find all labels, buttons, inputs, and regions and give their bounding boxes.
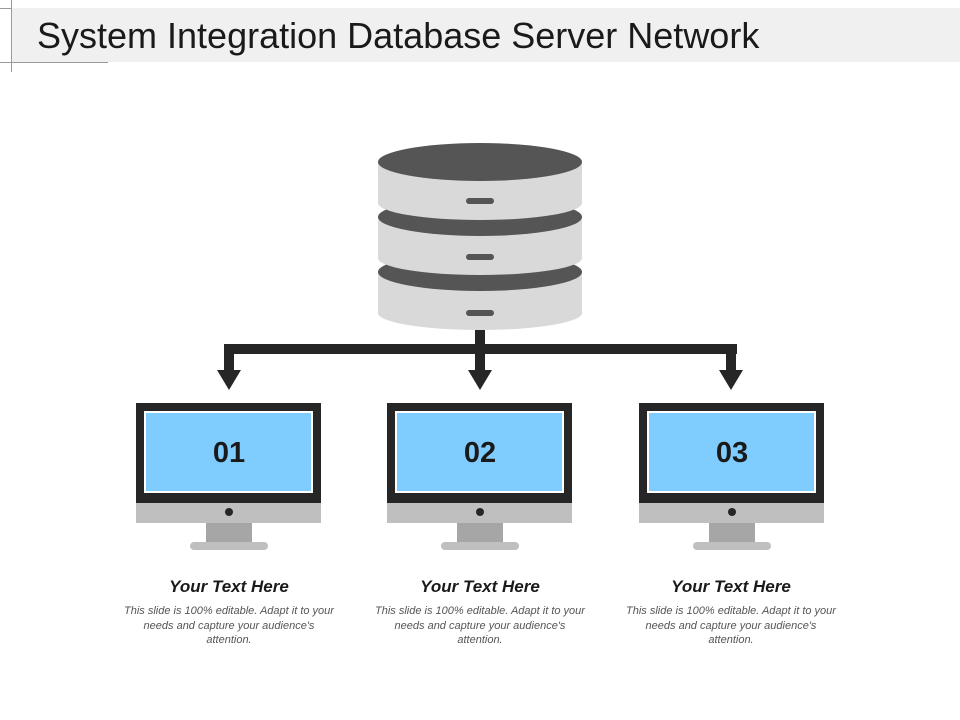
- monitor-icon: [136, 403, 321, 550]
- monitor-icon: [387, 403, 572, 550]
- disk-slot: [466, 310, 494, 316]
- connector-bus: [224, 344, 737, 354]
- connector-drop-3: [726, 344, 736, 372]
- caption-description-3: This slide is 100% editable. Adapt it to…: [626, 605, 836, 646]
- arrow-down-icon: [719, 370, 743, 390]
- slide-title: System Integration Database Server Netwo…: [37, 15, 760, 56]
- caption-heading-2: Your Text Here: [420, 577, 540, 596]
- corner-guide-vertical: [11, 0, 12, 72]
- caption-description-2: This slide is 100% editable. Adapt it to…: [375, 605, 585, 646]
- arrow-down-icon: [468, 370, 492, 390]
- caption-description-1: This slide is 100% editable. Adapt it to…: [124, 605, 334, 646]
- database-icon: [378, 143, 582, 330]
- corner-guide-bottom: [0, 62, 108, 63]
- caption-heading-3: Your Text Here: [671, 577, 791, 596]
- monitor-number-01: 01: [212, 437, 246, 469]
- arrow-down-icon: [217, 370, 241, 390]
- monitor-icon: [639, 403, 824, 550]
- caption-heading-1: Your Text Here: [169, 577, 289, 596]
- disk-slot: [466, 198, 494, 204]
- monitor-number-02: 02: [463, 437, 497, 469]
- database-disk-1: [378, 143, 582, 220]
- disk-slot: [466, 254, 494, 260]
- monitor-number-03: 03: [715, 437, 749, 469]
- title-bar: [12, 8, 960, 62]
- connector-lines: [217, 330, 743, 390]
- connector-drop-1: [224, 344, 234, 372]
